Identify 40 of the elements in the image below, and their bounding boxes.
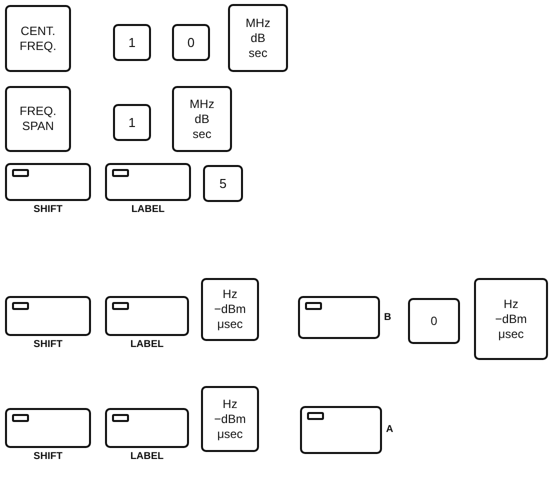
- softkey: [105, 163, 191, 201]
- key-caption: A: [386, 424, 394, 435]
- softkey: [298, 296, 380, 339]
- key-label: 0: [187, 35, 195, 50]
- softkey: [5, 163, 91, 201]
- key-label: FREQ. SPAN: [20, 104, 56, 134]
- key-caption: B: [384, 312, 392, 322]
- key-caption: LABEL: [129, 451, 165, 462]
- key-label: 1: [128, 35, 136, 50]
- key-label: CENT. FREQ.: [20, 24, 56, 54]
- keypad-key: [203, 165, 243, 202]
- keypad-key: [474, 278, 548, 360]
- keypad-key: [172, 86, 232, 152]
- key-label: 5: [219, 176, 227, 191]
- softkey: [105, 296, 189, 336]
- softkey: [5, 408, 91, 448]
- key-label: Hz −dBm μsec: [495, 296, 527, 342]
- key-label: Hz −dBm μsec: [214, 396, 246, 442]
- keypad-key: [201, 278, 259, 341]
- key-label: MHz dB sec: [190, 96, 214, 142]
- key-label: Hz −dBm μsec: [214, 287, 246, 332]
- keypad-key: [5, 5, 71, 72]
- keypad-key: [113, 24, 151, 61]
- key-label: 1: [128, 115, 136, 130]
- softkey: [300, 406, 382, 454]
- keypad-key: [408, 298, 460, 344]
- keypad-key: [228, 4, 288, 72]
- key-caption: SHIFT: [32, 339, 64, 350]
- keypad-key: [5, 86, 71, 152]
- key-caption: LABEL: [129, 339, 165, 350]
- keypad-key: [113, 104, 151, 141]
- key-label: 0: [430, 314, 438, 328]
- key-caption: SHIFT: [32, 451, 64, 462]
- keypad-key: [201, 386, 259, 452]
- key-label: MHz dB sec: [246, 16, 270, 60]
- softkey: [105, 408, 189, 448]
- key-caption: SHIFT: [32, 204, 64, 215]
- softkey: [5, 296, 91, 336]
- keypad-key: [172, 24, 210, 61]
- key-caption: LABEL: [130, 204, 166, 215]
